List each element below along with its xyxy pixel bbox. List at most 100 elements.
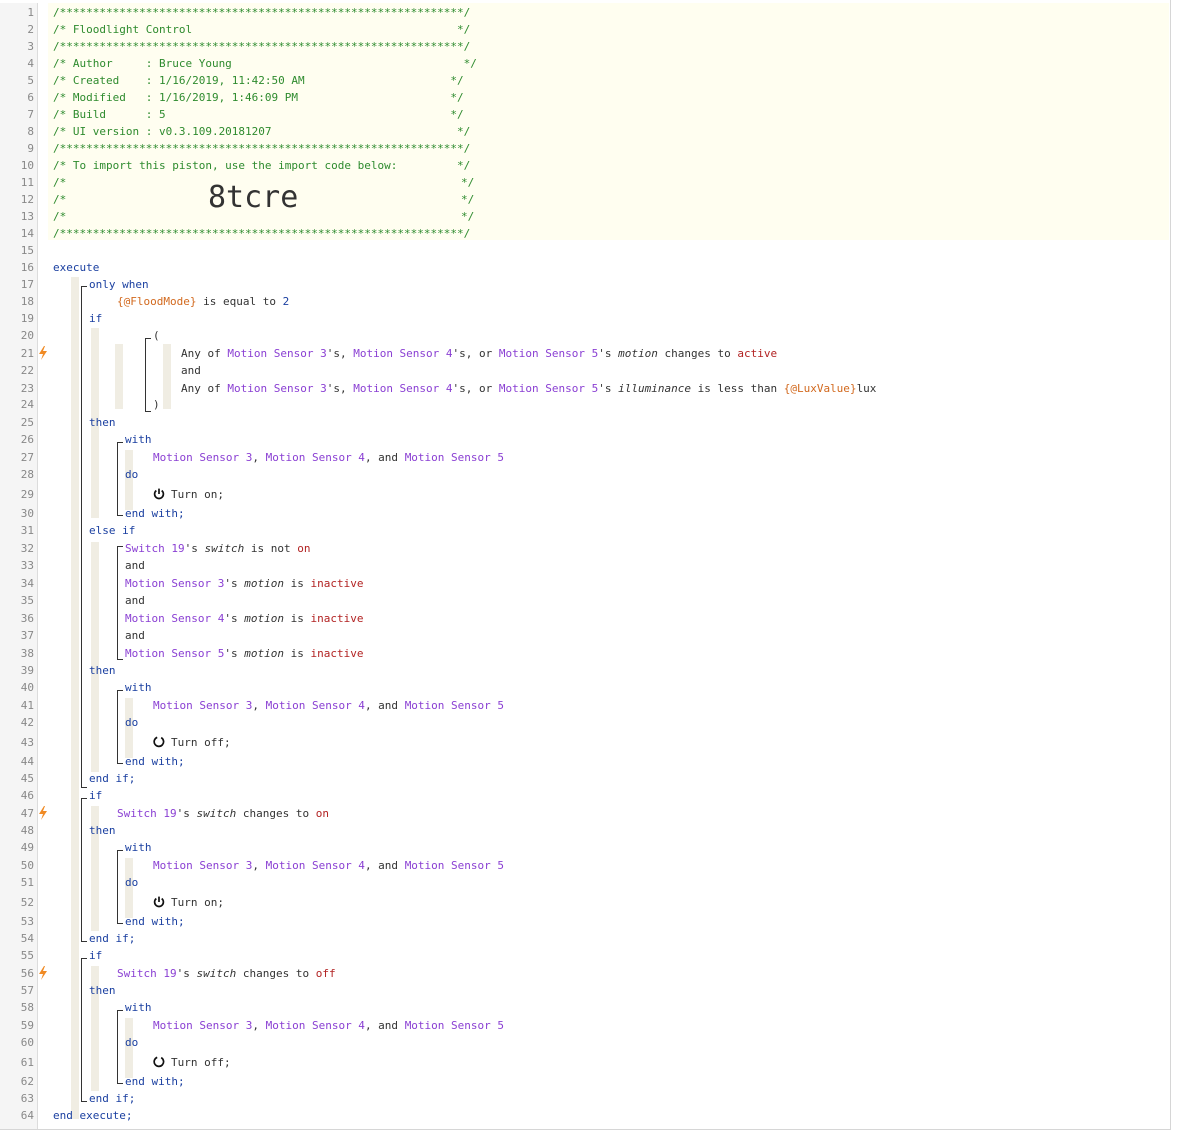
line-number: 62 <box>20 1075 34 1088</box>
line-number: 49 <box>20 841 34 854</box>
elseif-conditions-bracket <box>117 546 123 660</box>
line-number: 23 <box>20 382 34 395</box>
end-with-keyword[interactable]: end with; <box>125 1075 185 1088</box>
indent-guide <box>91 542 99 772</box>
motion-inactive-condition[interactable]: Motion Sensor 4's motion is inactive <box>125 612 364 625</box>
and-operator[interactable]: and <box>181 364 201 377</box>
if-keyword[interactable]: if <box>89 312 103 325</box>
turn-on-action[interactable]: Turn on; <box>153 894 224 911</box>
execute-block-bracket <box>81 286 87 788</box>
line-number: 1 <box>27 6 34 19</box>
indent-guide <box>125 698 133 758</box>
line-number: 56 <box>20 967 34 980</box>
line-number: 39 <box>20 664 34 677</box>
end-if-keyword[interactable]: end if; <box>89 1092 136 1105</box>
line-number: 36 <box>20 612 34 625</box>
do-keyword[interactable]: do <box>125 876 139 889</box>
switch-off-trigger[interactable]: Switch 19's switch changes to off <box>117 967 336 980</box>
else-if-keyword[interactable]: else if <box>89 524 136 537</box>
then-keyword[interactable]: then <box>89 664 116 677</box>
line-number: 11 <box>20 176 34 189</box>
power-off-icon <box>153 1056 165 1068</box>
if-keyword[interactable]: if <box>89 789 103 802</box>
then-keyword[interactable]: then <box>89 824 116 837</box>
do-keyword[interactable]: do <box>125 1036 139 1049</box>
line-number: 8 <box>27 125 34 138</box>
line-number: 63 <box>20 1092 34 1105</box>
motion-trigger-condition[interactable]: Any of Motion Sensor 3's, Motion Sensor … <box>181 347 778 360</box>
with-keyword[interactable]: with <box>125 841 152 854</box>
line-number: 55 <box>20 949 34 962</box>
switch-on-trigger[interactable]: Switch 19's switch changes to on <box>117 807 329 820</box>
flood-mode-variable: {@FloodMode} <box>117 295 197 308</box>
build-line: /* Build : 5 */ <box>53 108 464 121</box>
turn-off-action[interactable]: Turn off; <box>153 1054 231 1071</box>
turn-on-action[interactable]: Turn on; <box>153 486 224 503</box>
line-number: 41 <box>20 699 34 712</box>
line-number: 35 <box>20 594 34 607</box>
device-list[interactable]: Motion Sensor 3, Motion Sensor 4, and Mo… <box>153 699 505 712</box>
comment-border: /***************************************… <box>53 40 471 53</box>
comment-border: /***************************************… <box>53 142 471 155</box>
then-keyword[interactable]: then <box>89 416 116 429</box>
motion-inactive-condition[interactable]: Motion Sensor 3's motion is inactive <box>125 577 364 590</box>
line-number: 19 <box>20 312 34 325</box>
import-code[interactable]: 8tcre <box>208 180 299 215</box>
line-number: 15 <box>20 244 34 257</box>
motion-inactive-condition[interactable]: Motion Sensor 5's motion is inactive <box>125 647 364 660</box>
line-number: 48 <box>20 824 34 837</box>
comment-blank-open: /* <box>53 176 67 189</box>
line-number: 9 <box>27 142 34 155</box>
end-if-keyword[interactable]: end if; <box>89 932 136 945</box>
line-number: 34 <box>20 577 34 590</box>
line-number: 43 <box>20 736 34 749</box>
line-number: 13 <box>20 210 34 223</box>
execute-keyword[interactable]: execute <box>53 261 100 274</box>
end-with-keyword[interactable]: end with; <box>125 915 185 928</box>
and-operator[interactable]: and <box>125 559 145 572</box>
device-list[interactable]: Motion Sensor 3, Motion Sensor 4, and Mo… <box>153 859 505 872</box>
comment-blank-open: /* <box>53 193 67 206</box>
import-note: /* To import this piston, use the import… <box>53 159 471 172</box>
line-number: 59 <box>20 1019 34 1032</box>
line-number: 58 <box>20 1001 34 1014</box>
restriction-condition[interactable]: {@FloodMode} is equal to 2 <box>117 295 290 308</box>
indent-guide <box>163 344 171 409</box>
if-keyword[interactable]: if <box>89 949 103 962</box>
line-number: 31 <box>20 524 34 537</box>
indent-guide <box>125 1018 133 1078</box>
with-keyword[interactable]: with <box>125 1001 152 1014</box>
with-keyword[interactable]: with <box>125 433 152 446</box>
line-number: 46 <box>20 789 34 802</box>
and-operator[interactable]: and <box>125 629 145 642</box>
indent-guide <box>71 277 79 1119</box>
only-when-keyword[interactable]: only when <box>89 278 149 291</box>
illuminance-condition[interactable]: Any of Motion Sensor 3's, Motion Sensor … <box>181 382 877 395</box>
end-execute-keyword[interactable]: end execute; <box>53 1109 133 1122</box>
with-keyword[interactable]: with <box>125 681 152 694</box>
line-number: 44 <box>20 755 34 768</box>
line-number: 47 <box>20 807 34 820</box>
line-number: 24 <box>20 398 34 411</box>
trigger-bolt-icon <box>39 966 47 980</box>
end-with-keyword[interactable]: end with; <box>125 755 185 768</box>
line-number: 51 <box>20 876 34 889</box>
line-number: 26 <box>20 433 34 446</box>
line-number: 2 <box>27 23 34 36</box>
indent-guide <box>125 450 133 510</box>
end-with-keyword[interactable]: end with; <box>125 507 185 520</box>
device-list[interactable]: Motion Sensor 3, Motion Sensor 4, and Mo… <box>153 451 505 464</box>
line-number: 17 <box>20 278 34 291</box>
do-keyword[interactable]: do <box>125 468 139 481</box>
and-operator[interactable]: and <box>125 594 145 607</box>
device-list[interactable]: Motion Sensor 3, Motion Sensor 4, and Mo… <box>153 1019 505 1032</box>
modified-line: /* Modified : 1/16/2019, 1:46:09 PM */ <box>53 91 464 104</box>
end-if-keyword[interactable]: end if; <box>89 772 136 785</box>
line-number: 40 <box>20 681 34 694</box>
turn-off-action[interactable]: Turn off; <box>153 734 231 751</box>
then-keyword[interactable]: then <box>89 984 116 997</box>
line-number: 64 <box>20 1109 34 1122</box>
line-number: 60 <box>20 1036 34 1049</box>
switch-condition[interactable]: Switch 19's switch is not on <box>125 542 311 555</box>
do-keyword[interactable]: do <box>125 716 139 729</box>
